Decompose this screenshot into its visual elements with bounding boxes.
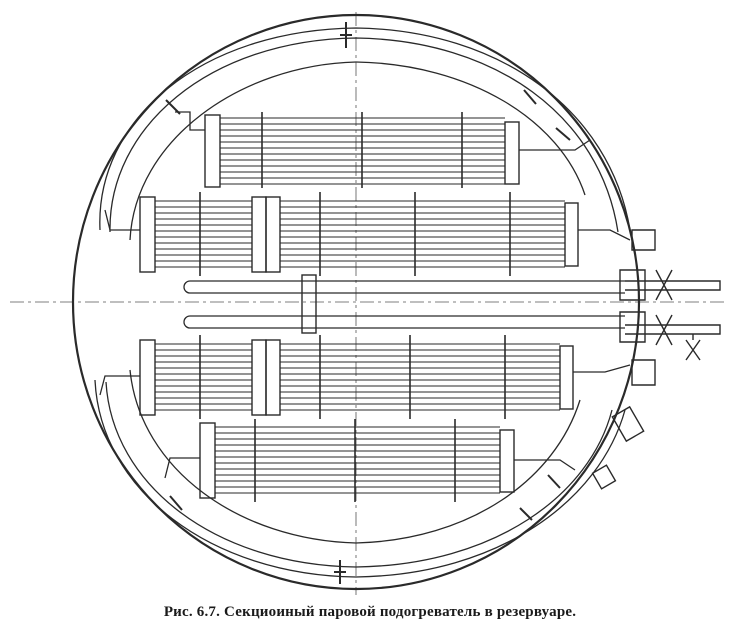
heater-section-4 <box>164 419 576 502</box>
shell-fittings <box>591 405 645 490</box>
tank-shell <box>71 13 641 591</box>
steam-headers <box>183 274 625 334</box>
heater-section-3-right <box>265 335 631 419</box>
figure-caption: Рис. 6.7. Секциоиный паровой подогревате… <box>163 604 577 620</box>
centerlines <box>10 12 728 595</box>
heater-section-1 <box>175 111 591 188</box>
ring-flanges <box>165 22 571 584</box>
heater-section-2-left <box>104 192 267 276</box>
external-piping <box>619 229 721 386</box>
heater-diagram <box>10 12 728 595</box>
steam-ring-pipe <box>94 27 631 578</box>
heater-section-3-left <box>99 335 267 419</box>
heater-section-2-right <box>265 192 631 276</box>
